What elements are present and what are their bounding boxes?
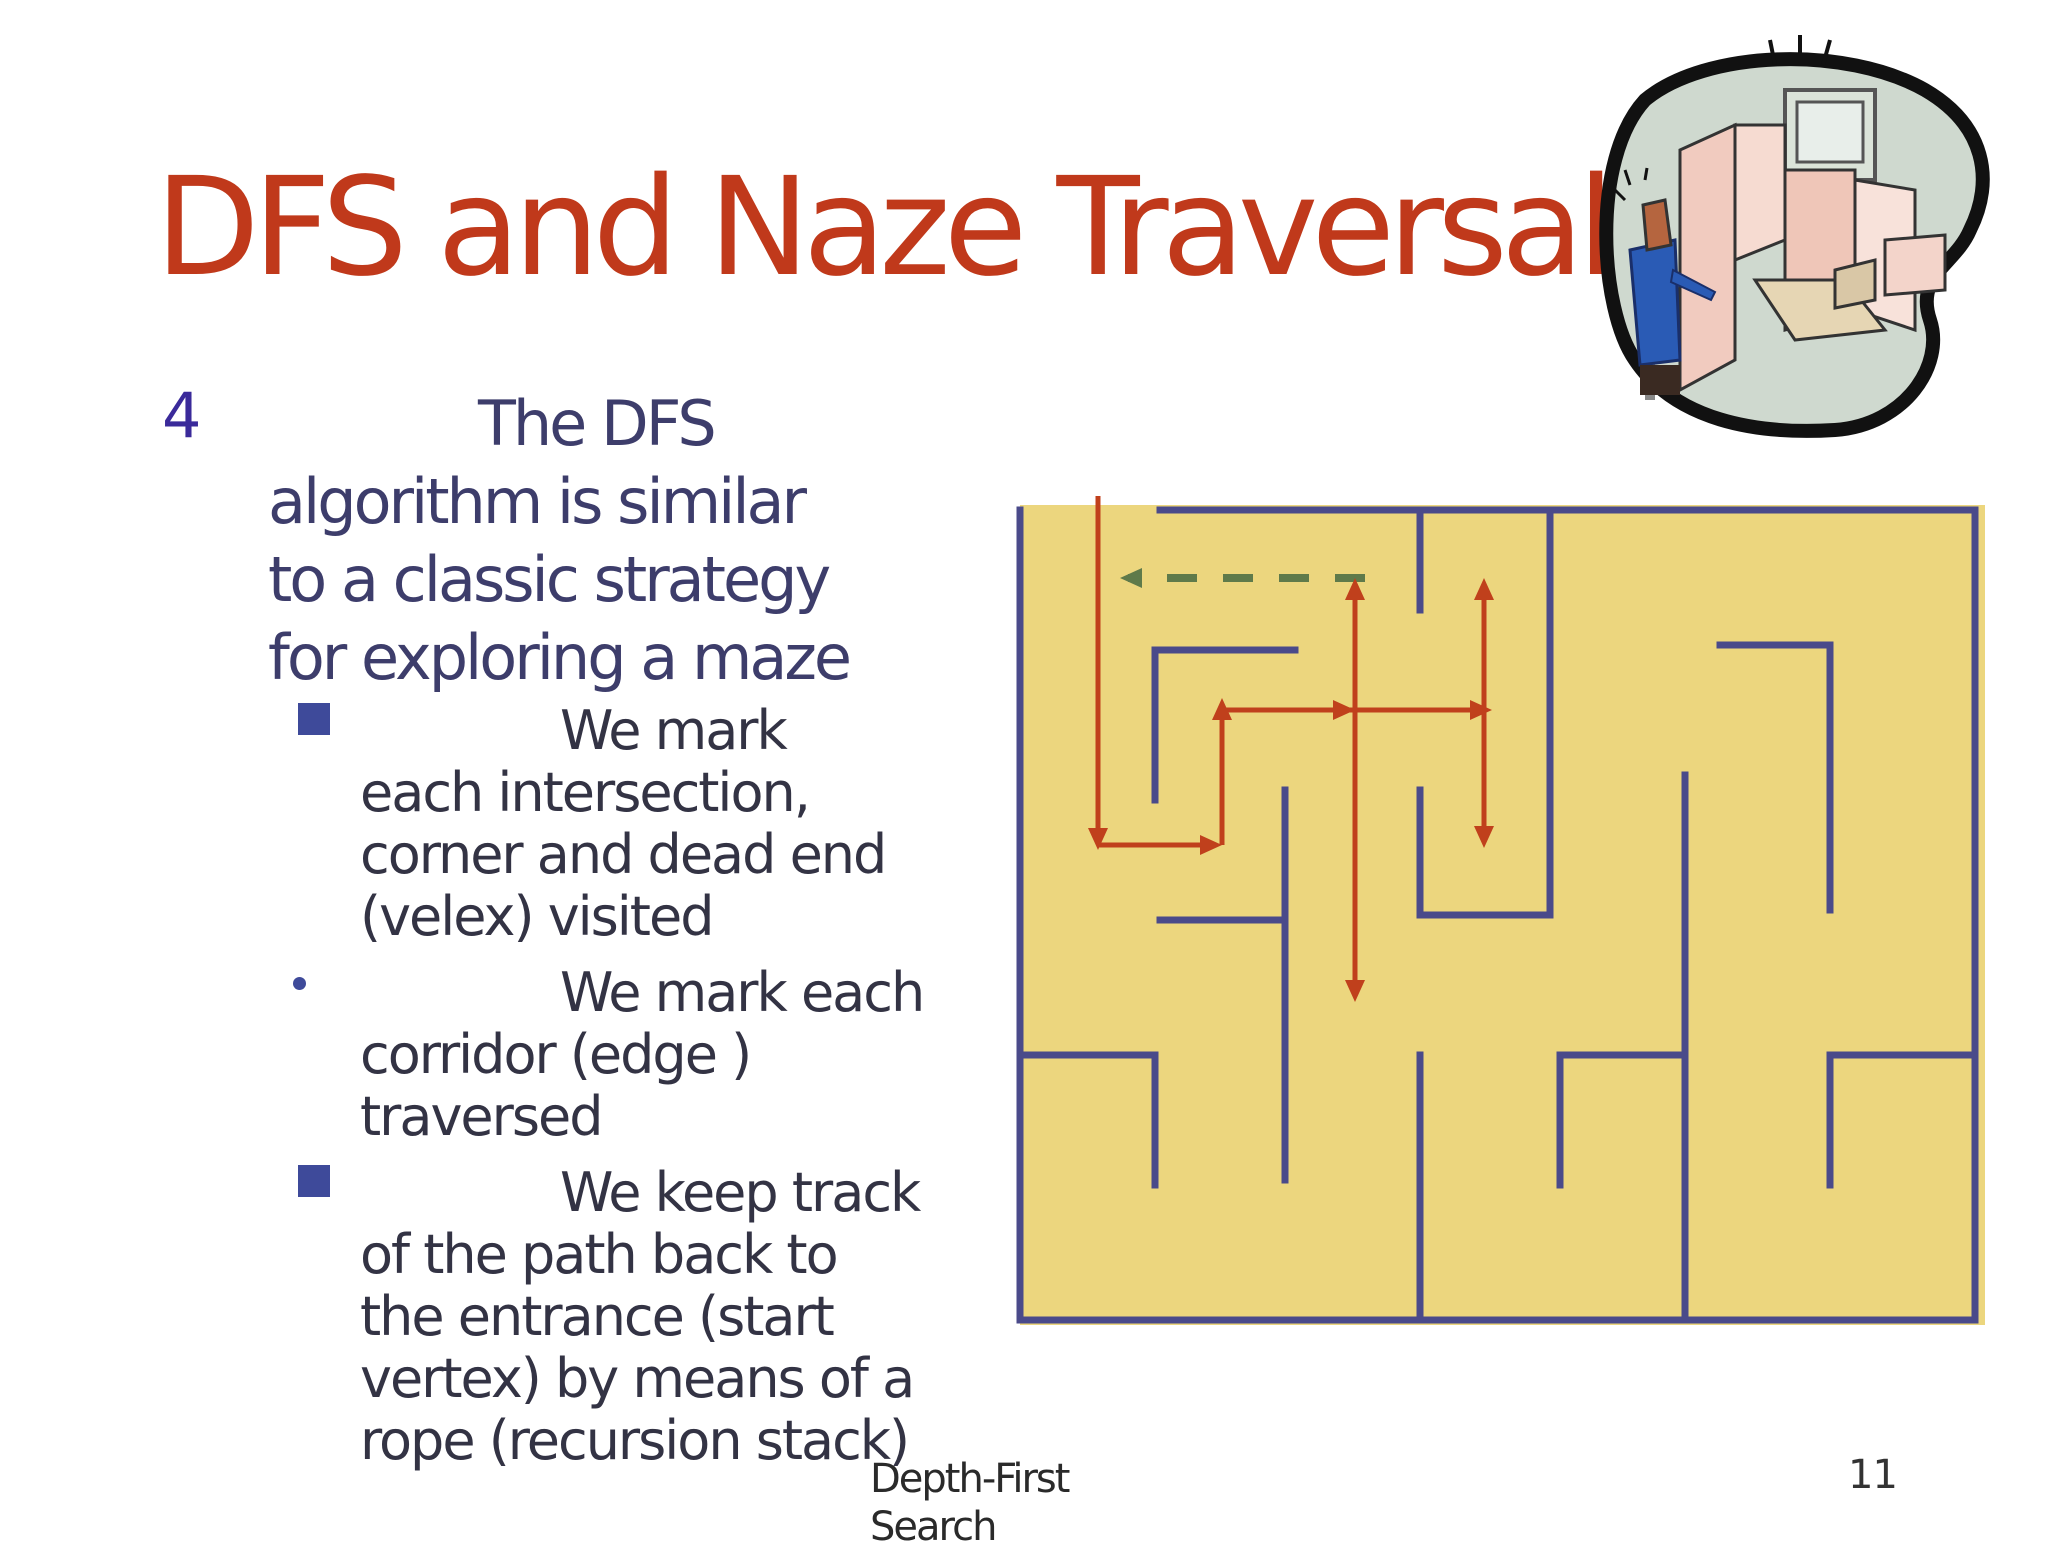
main-bullet-number: 4 xyxy=(162,379,202,452)
sub-bullet-line: vertex) by means of a xyxy=(360,1347,915,1410)
main-bullet-line: algorithm is similar xyxy=(268,465,807,538)
main-bullet-line: for exploring a maze xyxy=(268,621,852,694)
sub-bullet-line: corner and dead end xyxy=(360,823,887,886)
maze-diagram xyxy=(1016,496,1985,1325)
backtrack-arrow xyxy=(1120,568,1365,588)
page-number: 11 xyxy=(1848,1452,1898,1498)
sub-bullet-line: rope (recursion stack) xyxy=(360,1409,910,1472)
path-arrowheads xyxy=(1088,578,1494,1002)
sub-bullet-line: the entrance (start xyxy=(360,1285,835,1348)
slide-title: DFS and Naze Traversal xyxy=(155,149,1615,307)
sub-bullet-line: We mark each xyxy=(560,961,925,1024)
dot-bullet-icon xyxy=(293,977,306,990)
sub-bullet-line: corridor (edge ) xyxy=(360,1023,752,1086)
square-bullet-icon xyxy=(298,703,330,735)
maze-worker-clipart-icon xyxy=(1599,35,1990,438)
sub-bullet-line: (velex) visited xyxy=(360,885,714,948)
sub-bullet-line: We mark xyxy=(560,699,788,762)
main-bullet-text: The DFS algorithm is similar to a classi… xyxy=(268,385,988,697)
footer-line: Search xyxy=(870,1504,997,1550)
maze-walls xyxy=(1016,506,1979,1324)
sub-bullet-line: of the path back to xyxy=(360,1223,839,1286)
main-bullet-line: to a classic strategy xyxy=(268,543,831,616)
footer-line: Depth-First xyxy=(870,1456,1070,1502)
sub-bullet-line: We keep track xyxy=(560,1161,921,1224)
slide-footer: Depth-First Search xyxy=(870,1455,1110,1551)
sub-bullet-1: We mark each intersection, corner and de… xyxy=(360,700,960,948)
sub-bullet-3: We keep track of the path back to the en… xyxy=(360,1162,960,1472)
sub-bullet-line: traversed xyxy=(360,1085,603,1148)
sub-bullet-line: each intersection, xyxy=(360,761,811,824)
sub-bullet-2: We mark each corridor (edge ) traversed xyxy=(360,962,960,1148)
main-bullet-line: The DFS xyxy=(478,387,717,460)
square-bullet-icon xyxy=(298,1165,330,1197)
